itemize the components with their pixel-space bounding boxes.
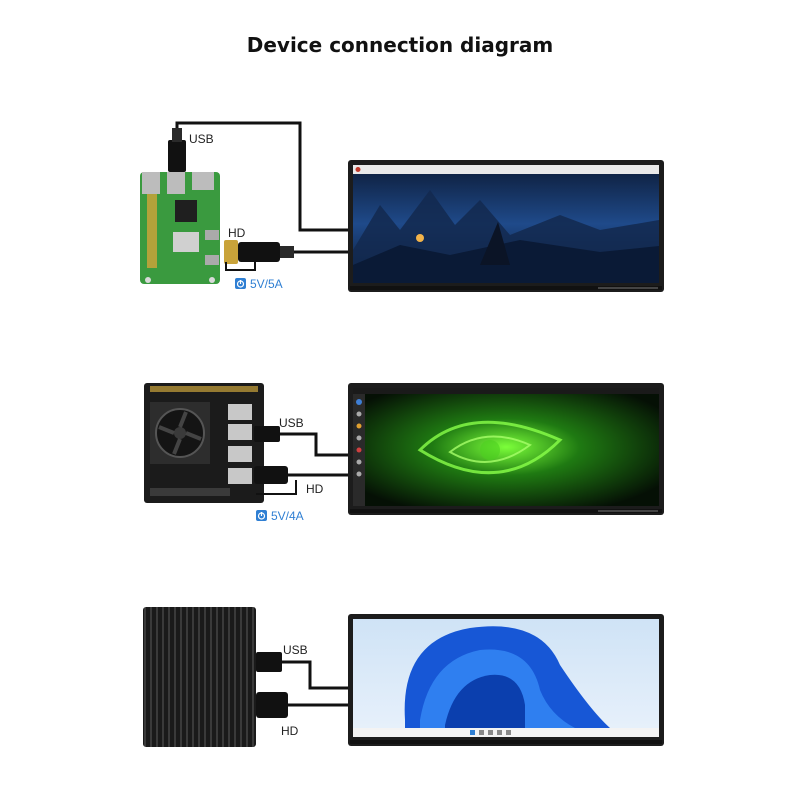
usb-label-1: USB: [189, 132, 214, 146]
power-spec-2: 5V/4A: [256, 509, 304, 523]
hdmi-port: [205, 230, 219, 240]
jetson-port-b: [228, 424, 252, 440]
diagram-title: Device connection diagram: [246, 33, 554, 57]
ram-chip: [173, 232, 199, 252]
jetson-port-d: [228, 468, 252, 484]
usb-cable-2: [254, 426, 348, 457]
setup-raspberry-pi: USB HD 5V/5A: [140, 121, 664, 292]
hd-label-3: HD: [281, 724, 299, 738]
monitor-2-screen: [353, 388, 659, 506]
power-label-1: 5V/5A: [250, 277, 283, 291]
ethernet-port: [192, 172, 214, 190]
usb-label-2: USB: [279, 416, 304, 430]
usb-port-a: [142, 172, 160, 194]
monitor-1-taskbar: [353, 165, 659, 174]
gpio-header: [147, 178, 157, 268]
hdmi-cable-1: [224, 240, 348, 271]
monitor-2: [348, 383, 664, 515]
mini-pc: [143, 607, 256, 747]
setup-mini-pc: USB HD: [143, 607, 664, 747]
power-label-2: 5V/4A: [271, 509, 304, 523]
soc-chip: [175, 200, 197, 222]
hdmi-cable-3: [256, 692, 348, 718]
usb-port-b: [167, 172, 185, 194]
hd-label-1: HD: [228, 226, 246, 240]
setup-jetson: USB HD 5V/4A: [144, 383, 664, 523]
jetson-port-a: [228, 404, 252, 420]
jetson-gpio: [150, 386, 258, 392]
usb-cable-1: [168, 121, 348, 232]
usb-label-3: USB: [283, 643, 308, 657]
hd-label-2: HD: [306, 482, 324, 496]
hdmi-cable-2: [254, 466, 348, 495]
jetson-port-c: [228, 446, 252, 462]
usb-cable-3: [256, 652, 348, 690]
monitor-1: [348, 160, 664, 292]
raspberry-pi-board: [140, 172, 220, 284]
jetson-board: [144, 383, 264, 503]
power-port: [205, 255, 219, 265]
monitor-3: [348, 614, 664, 746]
mini-pc-case: [143, 607, 256, 747]
power-spec-1: 5V/5A: [235, 277, 283, 291]
